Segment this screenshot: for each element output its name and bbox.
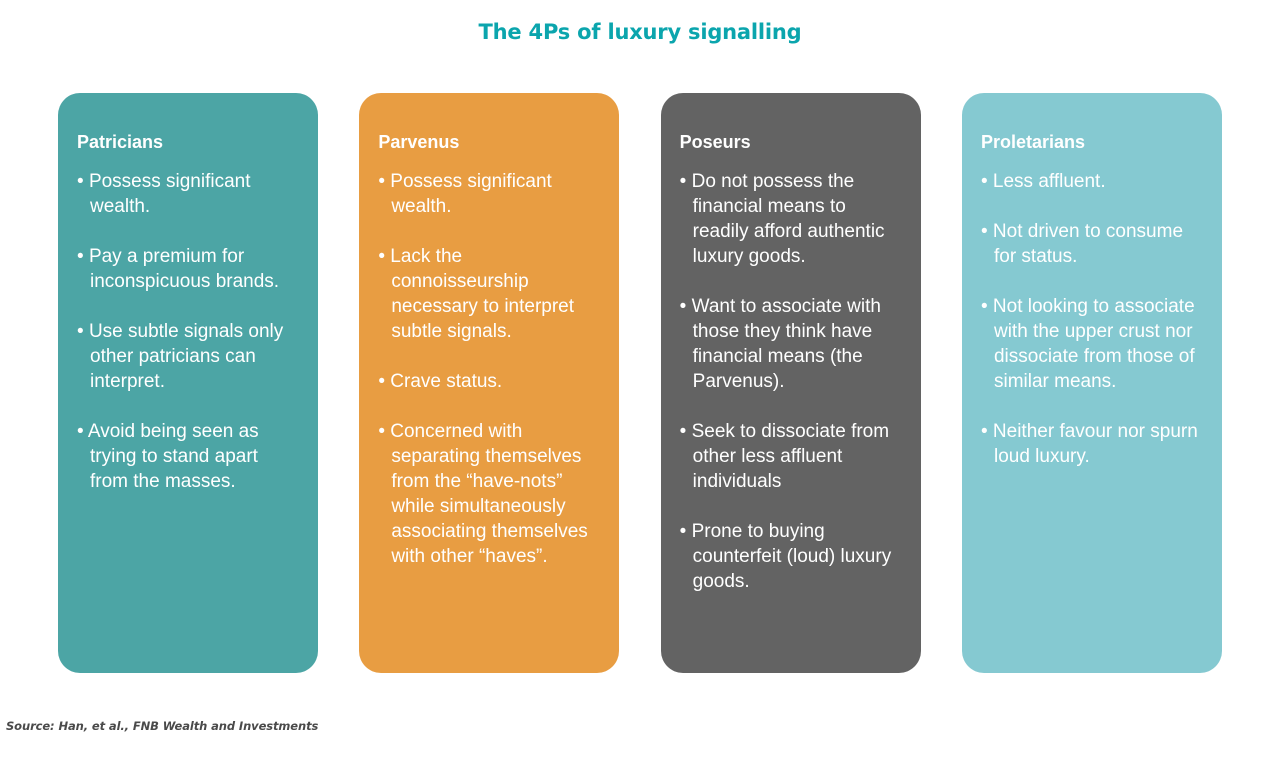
card-poseurs: Poseurs • Do not possess the financial m…	[660, 93, 921, 673]
bullet-item: • Less affluent.	[981, 169, 1202, 194]
bullet-text: Crave status.	[390, 371, 503, 392]
bullet-item: • Crave status.	[378, 369, 599, 394]
bullet-item: • Prone to buying counterfeit (loud) lux…	[680, 519, 901, 594]
bullet-item: • Avoid being seen as trying to stand ap…	[77, 419, 298, 494]
bullet-text: Not looking to associate with the upper …	[992, 296, 1195, 392]
bullet-dot: •	[378, 421, 385, 442]
card-proletarians: Proletarians • Less affluent. • Not driv…	[961, 93, 1222, 673]
bullet-dot: •	[980, 296, 988, 317]
bullet-text: Seek to dissociate from other less afflu…	[691, 421, 890, 492]
bullet-dot: •	[77, 171, 84, 192]
bullet-text: Avoid being seen as trying to stand apar…	[87, 421, 259, 492]
bullet-text: Possess significant wealth.	[88, 171, 251, 217]
source-note: Source: Han, et al., FNB Wealth and Inve…	[6, 719, 319, 733]
bullet-text: Use subtle signals only other patricians…	[88, 321, 284, 392]
bullet-dot: •	[77, 321, 84, 342]
bullet-text: Less affluent.	[992, 171, 1106, 192]
bullet-item: • Possess significant wealth.	[378, 169, 599, 219]
bullet-dot: •	[679, 171, 687, 192]
bullet-dot: •	[378, 246, 385, 267]
bullet-text: Lack the connoisseurship necessary to in…	[390, 246, 575, 342]
bullet-text: Possess significant wealth.	[390, 171, 552, 217]
bullet-item: • Lack the connoisseurship necessary to …	[378, 244, 599, 344]
bullet-dot: •	[980, 421, 988, 442]
bullet-text: Prone to buying counterfeit (loud) luxur…	[691, 521, 892, 592]
bullet-dot: •	[980, 171, 988, 192]
bullet-dot: •	[679, 421, 687, 442]
bullet-text: Concerned with separating themselves fro…	[390, 421, 588, 567]
bullet-text: Pay a premium for inconspicuous brands.	[88, 246, 280, 292]
bullet-dot: •	[378, 371, 385, 392]
bullet-dot: •	[679, 296, 687, 317]
card-heading: Patricians	[77, 132, 164, 152]
page-title: The 4Ps of luxury signalling	[478, 20, 802, 44]
card-heading: Parvenus	[378, 132, 460, 152]
bullet-list: • Possess significant wealth. • Lack the…	[378, 169, 599, 569]
bullet-text: Want to associate with those they think …	[691, 296, 881, 392]
bullet-list: • Do not possess the financial means to …	[680, 169, 901, 594]
bullet-text: Not driven to consume for status.	[992, 221, 1184, 267]
bullet-item: • Concerned with separating themselves f…	[378, 419, 599, 569]
bullet-item: • Not looking to associate with the uppe…	[981, 294, 1202, 394]
card-patricians: Patricians • Possess significant wealth.…	[58, 93, 318, 673]
bullet-list: • Less affluent. • Not driven to consume…	[981, 169, 1202, 469]
bullet-item: • Want to associate with those they thin…	[680, 294, 901, 394]
bullet-item: • Do not possess the financial means to …	[680, 169, 901, 269]
card-heading: Proletarians	[980, 132, 1086, 152]
card-heading: Poseurs	[679, 132, 751, 152]
bullet-item: • Pay a premium for inconspicuous brands…	[77, 244, 298, 294]
bullet-dot: •	[378, 171, 385, 192]
bullet-list: • Possess significant wealth. • Pay a pr…	[77, 169, 298, 494]
bullet-dot: •	[77, 246, 84, 267]
bullet-dot: •	[679, 521, 687, 542]
bullet-item: • Seek to dissociate from other less aff…	[680, 419, 901, 494]
card-parvenus: Parvenus • Possess significant wealth. •…	[359, 93, 620, 673]
bullet-text: Do not possess the financial means to re…	[691, 171, 885, 267]
bullet-item: • Use subtle signals only other patricia…	[77, 319, 298, 394]
cards-container: Patricians • Possess significant wealth.…	[58, 93, 1222, 673]
bullet-item: • Possess significant wealth.	[77, 169, 298, 219]
bullet-text: Neither favour nor spurn loud luxury.	[992, 421, 1198, 467]
bullet-item: • Neither favour nor spurn loud luxury.	[981, 419, 1202, 469]
bullet-dot: •	[980, 221, 988, 242]
bullet-item: • Not driven to consume for status.	[981, 219, 1202, 269]
bullet-dot: •	[77, 421, 84, 442]
